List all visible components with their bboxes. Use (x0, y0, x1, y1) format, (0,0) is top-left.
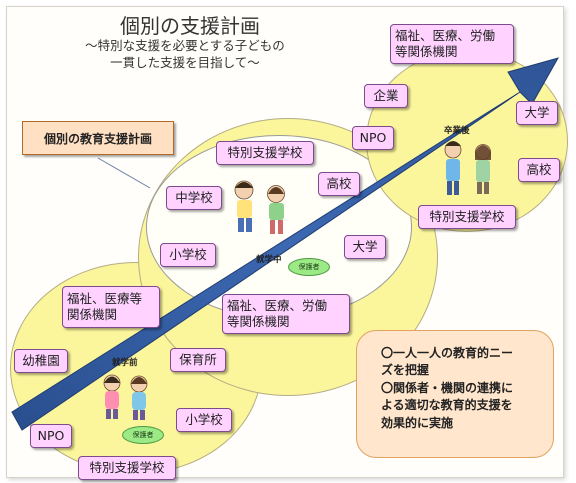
box-junior-high: 中学校 (166, 186, 222, 210)
box-welfare-medical-labor-top: 福祉、医療、労働 等関係機関 (390, 24, 514, 64)
note-line-1: 〇一人一人の教育的ニー ズを把握 (381, 346, 514, 378)
plan-connector-line (97, 157, 151, 189)
box-nursery: 保育所 (170, 348, 226, 372)
box-special-support-school-right: 特別支援学校 (418, 205, 516, 229)
education-plan-label: 個別の教育支援計画 (22, 121, 174, 155)
box-highschool-mid: 高校 (318, 172, 360, 196)
stage-label-school: 就学中 (256, 255, 282, 265)
diagram-title: 個別の支援計画 (120, 14, 260, 38)
graduate-people-icon (444, 141, 491, 195)
summary-note: 〇一人一人の教育的ニー ズを把握 〇関係者・機関の連携に よる適切な教育的支援を… (356, 330, 554, 458)
stage-label-graduate: 卒業後 (444, 126, 470, 136)
box-kindergarten: 幼稚園 (14, 349, 68, 373)
box-elementary-bottom: 小学校 (176, 408, 232, 432)
box-university-mid: 大学 (344, 235, 386, 259)
guardian-badge-school: 保護者 (288, 258, 330, 276)
diagram-subtitle: ～特別な支援を必要とする子どもの 一貫した支援を目指して～ (30, 38, 340, 72)
box-highschool-right: 高校 (518, 158, 560, 182)
school-children-icon (234, 180, 285, 234)
box-welfare-medical-labor-mid: 福祉、医療、労働 等関係機関 (222, 294, 350, 334)
progress-arrow (11, 57, 560, 431)
subtitle-line-2: 一貫した支援を目指して～ (110, 54, 260, 70)
preschool-children-icon (103, 374, 148, 420)
note-line-2: 〇関係者・機関の連携に よる適切な教育的支援を 効果的に実施 (381, 380, 514, 430)
box-company: 企業 (364, 84, 408, 108)
subtitle-line-1: ～特別な支援を必要とする子どもの (85, 38, 285, 53)
box-welfare-medical-left: 福祉、医療等 関係機関 (62, 286, 160, 328)
stage-label-preschool: 就学前 (112, 358, 138, 368)
box-npo-bottom: NPO (30, 424, 72, 448)
box-elementary-mid: 小学校 (160, 243, 216, 267)
guardian-badge-preschool: 保護者 (122, 426, 164, 444)
box-npo-top: NPO (352, 126, 394, 150)
box-university-right: 大学 (516, 101, 558, 125)
box-special-support-school-bottom: 特別支援学校 (78, 456, 176, 480)
box-special-support-school-mid: 特別支援学校 (216, 141, 314, 165)
